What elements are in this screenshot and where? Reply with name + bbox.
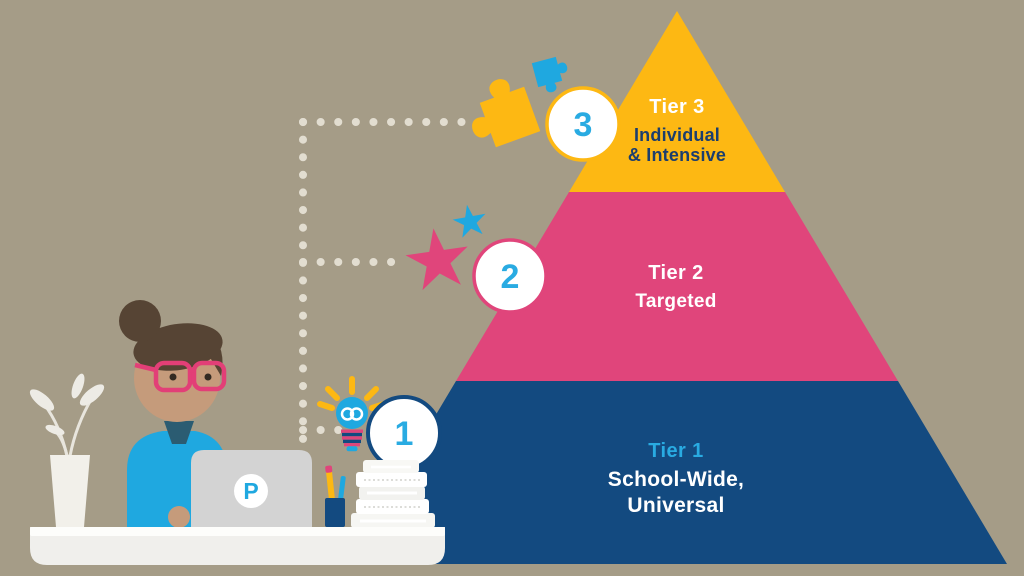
pen-icon xyxy=(338,476,346,501)
lightbulb-filament xyxy=(340,407,364,421)
pyramid xyxy=(347,11,1007,564)
star-icon-large xyxy=(405,228,468,291)
tier3-subtitle-line1: Individual xyxy=(634,125,720,145)
tier3-title: Tier 3 xyxy=(649,96,704,118)
tier-labels: Tier 3 Individual & Intensive Tier 2 Tar… xyxy=(608,96,744,517)
tier-markers: 3 2 1 xyxy=(366,86,621,471)
puzzle-small-shape xyxy=(531,56,568,93)
laptop-logo-letter: P xyxy=(243,478,258,504)
plant-leaves xyxy=(29,373,105,436)
tier2-subtitle: Targeted xyxy=(635,291,716,312)
tier3-subtitle-line2: & Intensive xyxy=(628,145,726,165)
desk-body xyxy=(30,527,445,565)
tier2-title: Tier 2 xyxy=(648,262,703,284)
marker-number-1: 1 xyxy=(395,415,414,453)
marker-number-3: 3 xyxy=(574,106,593,144)
laptop-logo-badge xyxy=(234,474,268,508)
tier1-title: Tier 1 xyxy=(648,440,703,462)
puzzle-large-shape xyxy=(472,79,541,148)
star-large-shape xyxy=(405,228,468,291)
tier1-subtitle-line1: School-Wide, xyxy=(608,468,744,491)
desk xyxy=(30,527,445,565)
plant-pot xyxy=(50,455,90,527)
tier3-shape xyxy=(569,11,785,192)
person-hair-top xyxy=(133,323,223,371)
marker-number-2: 2 xyxy=(501,258,520,296)
potted-plant xyxy=(29,373,105,527)
person-hair-bun xyxy=(119,300,161,342)
laptop: P xyxy=(191,450,312,527)
tier1-shape xyxy=(347,381,1007,564)
tier1-subtitle-line2: Universal xyxy=(627,494,724,517)
lightbulb-icon xyxy=(317,376,387,452)
pencil-icon xyxy=(325,465,335,501)
desk-top-surface xyxy=(30,527,445,536)
star-small-shape xyxy=(452,204,486,238)
person-hand xyxy=(168,506,190,528)
puzzle-piece-icon-small xyxy=(531,56,568,93)
puzzle-piece-icon-large xyxy=(472,79,541,148)
pencil-cup-body xyxy=(325,498,345,527)
person-eye-right xyxy=(204,373,212,381)
marker-circle-2 xyxy=(472,238,548,314)
dotted-connector-lines xyxy=(299,118,472,445)
star-icon-small xyxy=(452,204,486,238)
pencil-cup xyxy=(325,465,346,527)
person-eye-left xyxy=(169,373,177,381)
lightbulb-base-stripes xyxy=(341,429,363,452)
person-collar xyxy=(164,421,194,444)
marker-circle-3 xyxy=(545,86,621,162)
glasses-icon xyxy=(134,360,227,393)
paper-stack xyxy=(351,460,435,528)
tier2-shape xyxy=(456,192,898,381)
